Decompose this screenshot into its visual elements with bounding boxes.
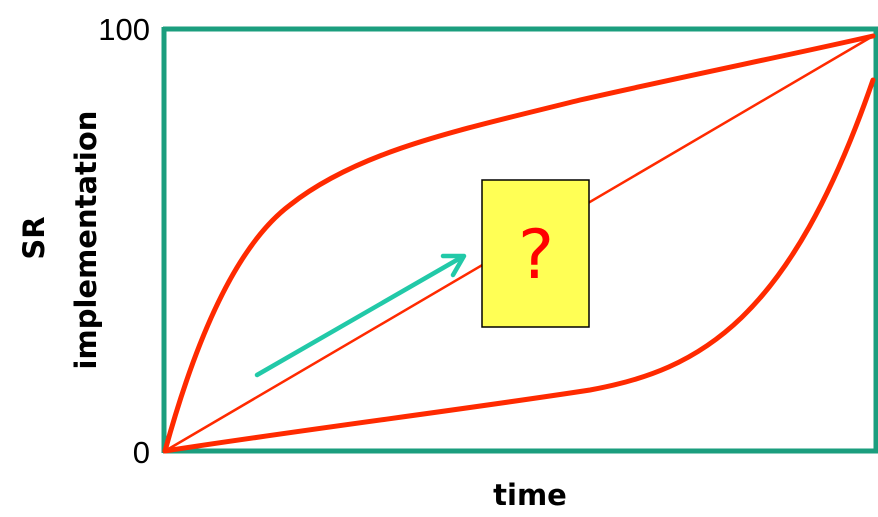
- x-axis-title: time: [493, 478, 567, 512]
- y-axis-title-line1: SR: [17, 216, 51, 259]
- y-min-label: 0: [133, 435, 150, 470]
- arrow-shaft: [254, 254, 465, 378]
- plot-frame: [161, 26, 878, 454]
- y-axis-title-line2: implementation: [69, 111, 103, 370]
- curve-upper: [162, 33, 876, 454]
- question-mark: ?: [518, 216, 554, 295]
- arrow-head: [440, 253, 467, 278]
- curve-lower: [162, 77, 876, 454]
- trend-arrow: [254, 253, 467, 378]
- question-box: ?: [481, 179, 590, 328]
- question-box-rect: [481, 179, 590, 328]
- y-max-label: 100: [98, 12, 150, 47]
